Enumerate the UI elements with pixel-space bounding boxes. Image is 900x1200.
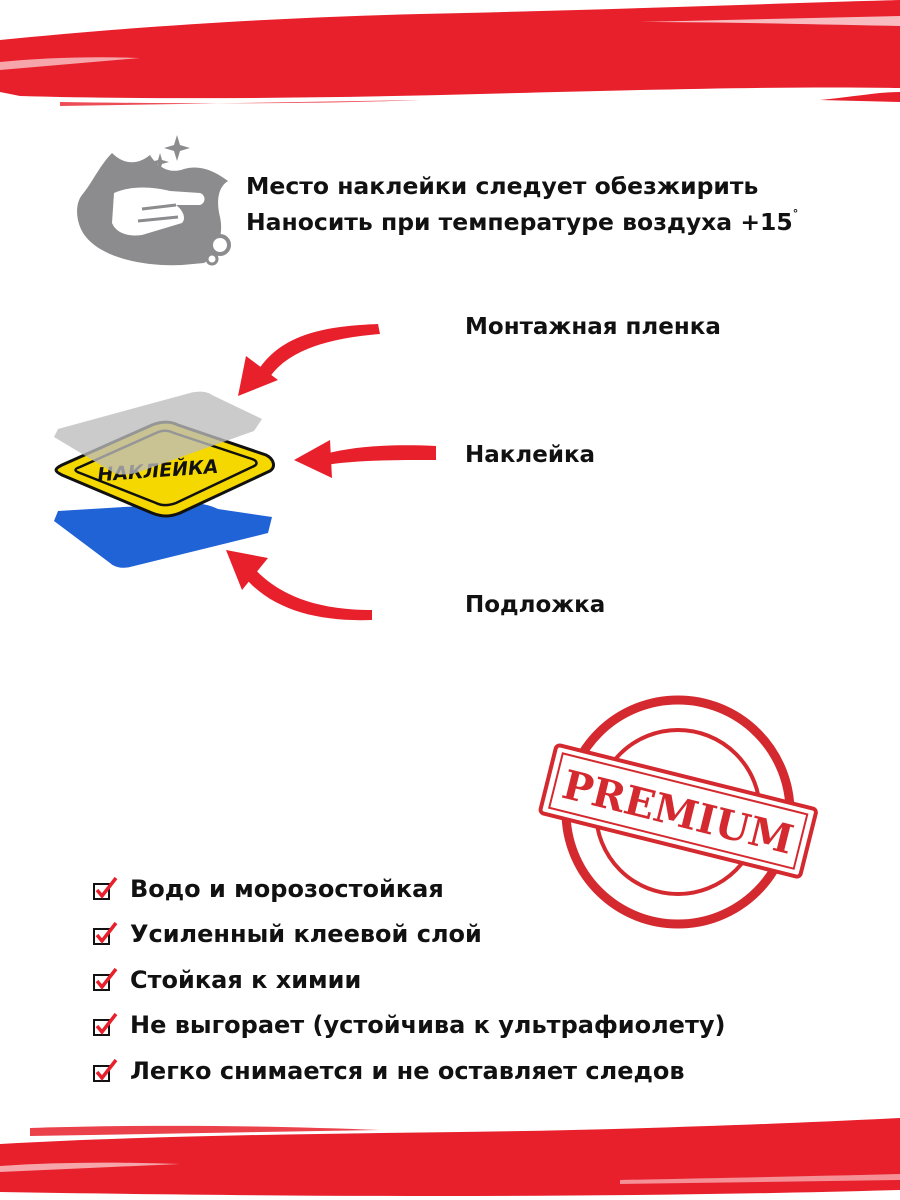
mounting-film-layer	[54, 391, 262, 475]
mounting-film-label: Монтажная пленка	[465, 314, 721, 340]
features-list: Водо и морозостойкая Усиленный клеевой с…	[92, 866, 725, 1094]
backing-layer	[54, 503, 272, 568]
instruction-degrease: Место наклейки следует обезжирить	[246, 172, 759, 200]
curved-arrow-icon	[226, 550, 372, 621]
top-brush-stroke	[0, 0, 900, 106]
checkbox-checked-icon	[93, 1013, 118, 1037]
degree-symbol: °	[792, 207, 799, 220]
premium-stamp: PREMIUM	[538, 695, 818, 929]
sticker-layers-illustration: НАКЛЕЙКА	[54, 391, 275, 568]
checkbox-checked-icon	[93, 1058, 118, 1082]
curved-arrow-icon	[294, 440, 436, 478]
feature-item: Легко снимается и не оставляет следов	[92, 1048, 725, 1094]
instruction-temperature: Наносить при температуре воздуха +15°	[246, 202, 798, 238]
checkbox-checked-icon	[93, 876, 118, 900]
feature-text: Не выгорает (устойчива к ультрафиолету)	[130, 1011, 726, 1040]
checkbox-checked-icon	[93, 922, 118, 946]
curved-arrow-icon	[238, 324, 380, 396]
feature-item: Стойкая к химии	[92, 957, 725, 1003]
feature-text: Легко снимается и не оставляет следов	[130, 1056, 685, 1085]
application-instructions: Место наклейки следует обезжирить Наноси…	[246, 170, 798, 238]
feature-item: Водо и морозостойкая	[92, 866, 725, 912]
feature-item: Не выгорает (устойчива к ультрафиолету)	[92, 1003, 725, 1049]
hand-wiping-cloth-icon	[77, 135, 231, 266]
bottom-brush-stroke	[0, 1118, 900, 1196]
feature-text: Стойкая к химии	[130, 965, 362, 994]
instruction-temperature-text: Наносить при температуре воздуха +15	[246, 207, 793, 236]
feature-text: Водо и морозостойкая	[130, 874, 444, 903]
sticker-label: Наклейка	[465, 442, 596, 468]
feature-item: Усиленный клеевой слой	[92, 912, 725, 958]
backing-label: Подложка	[465, 592, 606, 618]
checkbox-checked-icon	[93, 967, 118, 991]
feature-text: Усиленный клеевой слой	[130, 920, 482, 949]
